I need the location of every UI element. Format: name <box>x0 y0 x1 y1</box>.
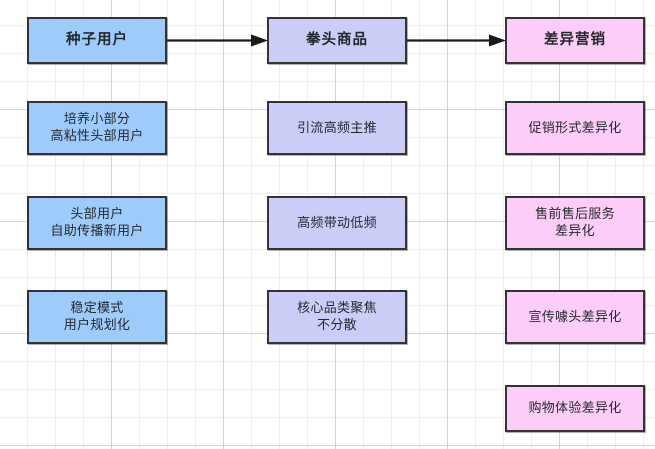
node-promotion-format-differentiation[interactable]: 促销形式差异化 <box>505 101 645 155</box>
node-head-users-spread-new-users[interactable]: 头部用户 自助传播新用户 <box>27 196 167 250</box>
node-shopping-experience-differentiation[interactable]: 购物体验差异化 <box>505 385 645 432</box>
node-high-frequency-drives-low[interactable]: 高频带动低频 <box>267 196 407 250</box>
node-differentiated-marketing[interactable]: 差异营销 <box>505 17 645 64</box>
node-pre-post-sales-service-differentiation[interactable]: 售前售后服务 差异化 <box>505 196 645 250</box>
node-core-category-focus[interactable]: 核心品类聚焦 不分散 <box>267 290 407 344</box>
arrow-flagship-to-marketing <box>407 34 506 47</box>
node-promotion-gimmick-differentiation[interactable]: 宣传噱头差异化 <box>505 290 645 344</box>
node-cultivate-sticky-head-users[interactable]: 培养小部分 高粘性头部用户 <box>27 101 167 155</box>
node-flagship-product[interactable]: 拳头商品 <box>267 17 407 64</box>
node-stable-mode-user-planning[interactable]: 稳定模式 用户规划化 <box>27 290 167 344</box>
node-seed-users[interactable]: 种子用户 <box>27 17 167 64</box>
arrow-seed-to-flagship <box>167 34 268 47</box>
node-traffic-high-frequency-push[interactable]: 引流高频主推 <box>267 101 407 155</box>
